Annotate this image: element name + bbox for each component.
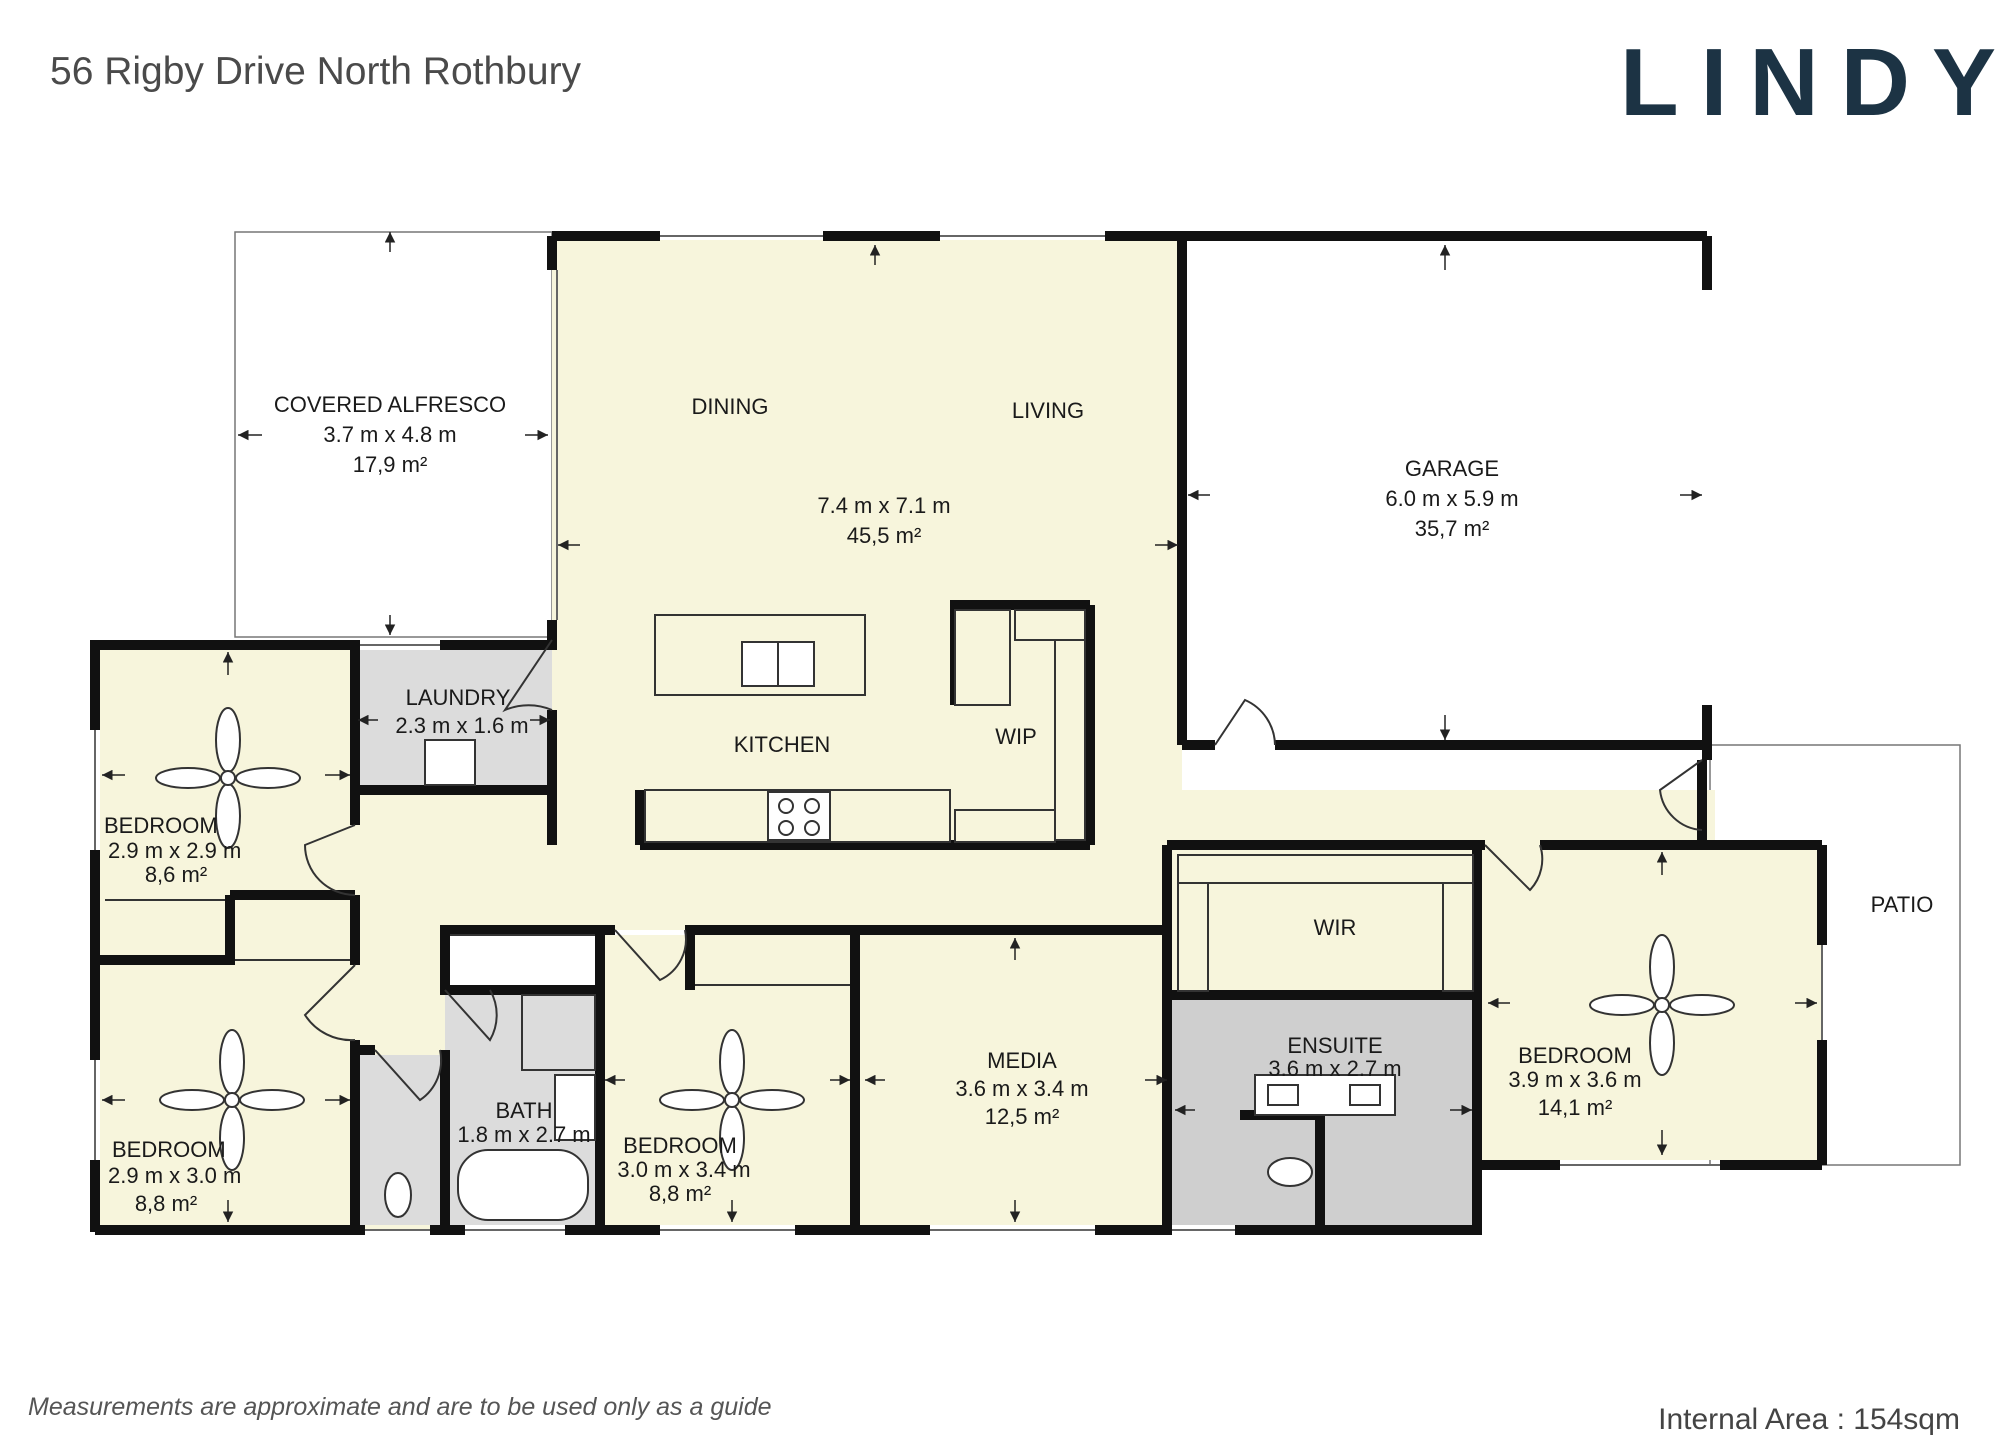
property-address: 56 Rigby Drive North Rothbury xyxy=(50,50,582,93)
garage-area: 35,7 m² xyxy=(1415,516,1490,541)
wir-robe-3 xyxy=(1442,882,1474,992)
wc-toilet-icon xyxy=(384,1172,412,1218)
bed2-name: BEDROOM xyxy=(112,1137,226,1162)
alfresco-area xyxy=(234,231,553,638)
garage-name: GARAGE xyxy=(1405,456,1499,481)
wir-name: WIR xyxy=(1314,915,1357,940)
bed3-area: 8,8 m² xyxy=(649,1181,711,1206)
living-name: LIVING xyxy=(1012,398,1084,423)
wip-shelf-2 xyxy=(1014,609,1086,641)
bed1-size: 2.9 m x 2.9 m xyxy=(108,838,241,863)
dimension-arrows xyxy=(102,232,1817,1222)
brand-logo: LINDY xyxy=(1620,29,2000,136)
ensuite-size: 3.6 m x 2.7 m xyxy=(1268,1056,1401,1081)
toilet-icon xyxy=(1267,1157,1313,1187)
garage-fill xyxy=(1182,240,1707,745)
alfresco-size: 3.7 m x 4.8 m xyxy=(323,422,456,447)
bath-name: BATH xyxy=(495,1098,552,1123)
wip-name: WIP xyxy=(995,724,1037,749)
cooktop-icon xyxy=(767,791,831,841)
media-fill xyxy=(860,935,1172,1225)
bed1-area: 8,6 m² xyxy=(145,862,207,887)
shower-icon xyxy=(521,994,596,1071)
ceiling-fan-icons xyxy=(155,707,1735,1171)
bath-vanity-icon xyxy=(554,1074,596,1141)
bed1-name: BEDROOM xyxy=(104,813,218,838)
door-swings xyxy=(303,639,1703,1102)
windows xyxy=(94,235,1823,1231)
wip-shelf-4 xyxy=(954,809,1056,843)
wip-shelf xyxy=(954,609,1011,706)
garage-size: 6.0 m x 5.9 m xyxy=(1385,486,1518,511)
internal-area: Internal Area : 154sqm xyxy=(1658,1403,1960,1436)
dining-name: DINING xyxy=(692,394,769,419)
bathtub-icon xyxy=(457,1149,589,1221)
media-name: MEDIA xyxy=(987,1048,1057,1073)
walls xyxy=(90,231,1827,1235)
laundry-name: LAUNDRY xyxy=(406,685,511,710)
vanity-icon xyxy=(1254,1074,1396,1116)
ensuite-name: ENSUITE xyxy=(1287,1033,1382,1058)
laundry-tub-icon xyxy=(424,739,476,786)
media-size: 3.6 m x 3.4 m xyxy=(955,1076,1088,1101)
bed3-size: 3.0 m x 3.4 m xyxy=(617,1157,750,1182)
disclaimer-text: Measurements are approximate and are to … xyxy=(28,1393,772,1421)
media-area: 12,5 m² xyxy=(985,1104,1060,1129)
living-size: 7.4 m x 7.1 m xyxy=(817,493,950,518)
wip-shelf-3 xyxy=(1054,639,1086,841)
master-area: 14,1 m² xyxy=(1538,1095,1613,1120)
patio-name: PATIO xyxy=(1871,892,1934,917)
kitchen-name: KITCHEN xyxy=(734,732,831,757)
living-area: 45,5 m² xyxy=(847,523,922,548)
master-name: BEDROOM xyxy=(1518,1043,1632,1068)
alfresco-name: COVERED ALFRESCO xyxy=(274,392,506,417)
bed2-area: 8,8 m² xyxy=(135,1191,197,1216)
bed3-name: BEDROOM xyxy=(623,1133,737,1158)
wir-robe xyxy=(1177,854,1474,884)
bed2-size: 2.9 m x 3.0 m xyxy=(108,1163,241,1188)
alfresco-area: 17,9 m² xyxy=(353,452,428,477)
bath-size: 1.8 m x 2.7 m xyxy=(457,1122,590,1147)
wir-robe-2 xyxy=(1177,882,1209,992)
master-size: 3.9 m x 3.6 m xyxy=(1508,1067,1641,1092)
laundry-size: 2.3 m x 1.6 m xyxy=(395,713,528,738)
